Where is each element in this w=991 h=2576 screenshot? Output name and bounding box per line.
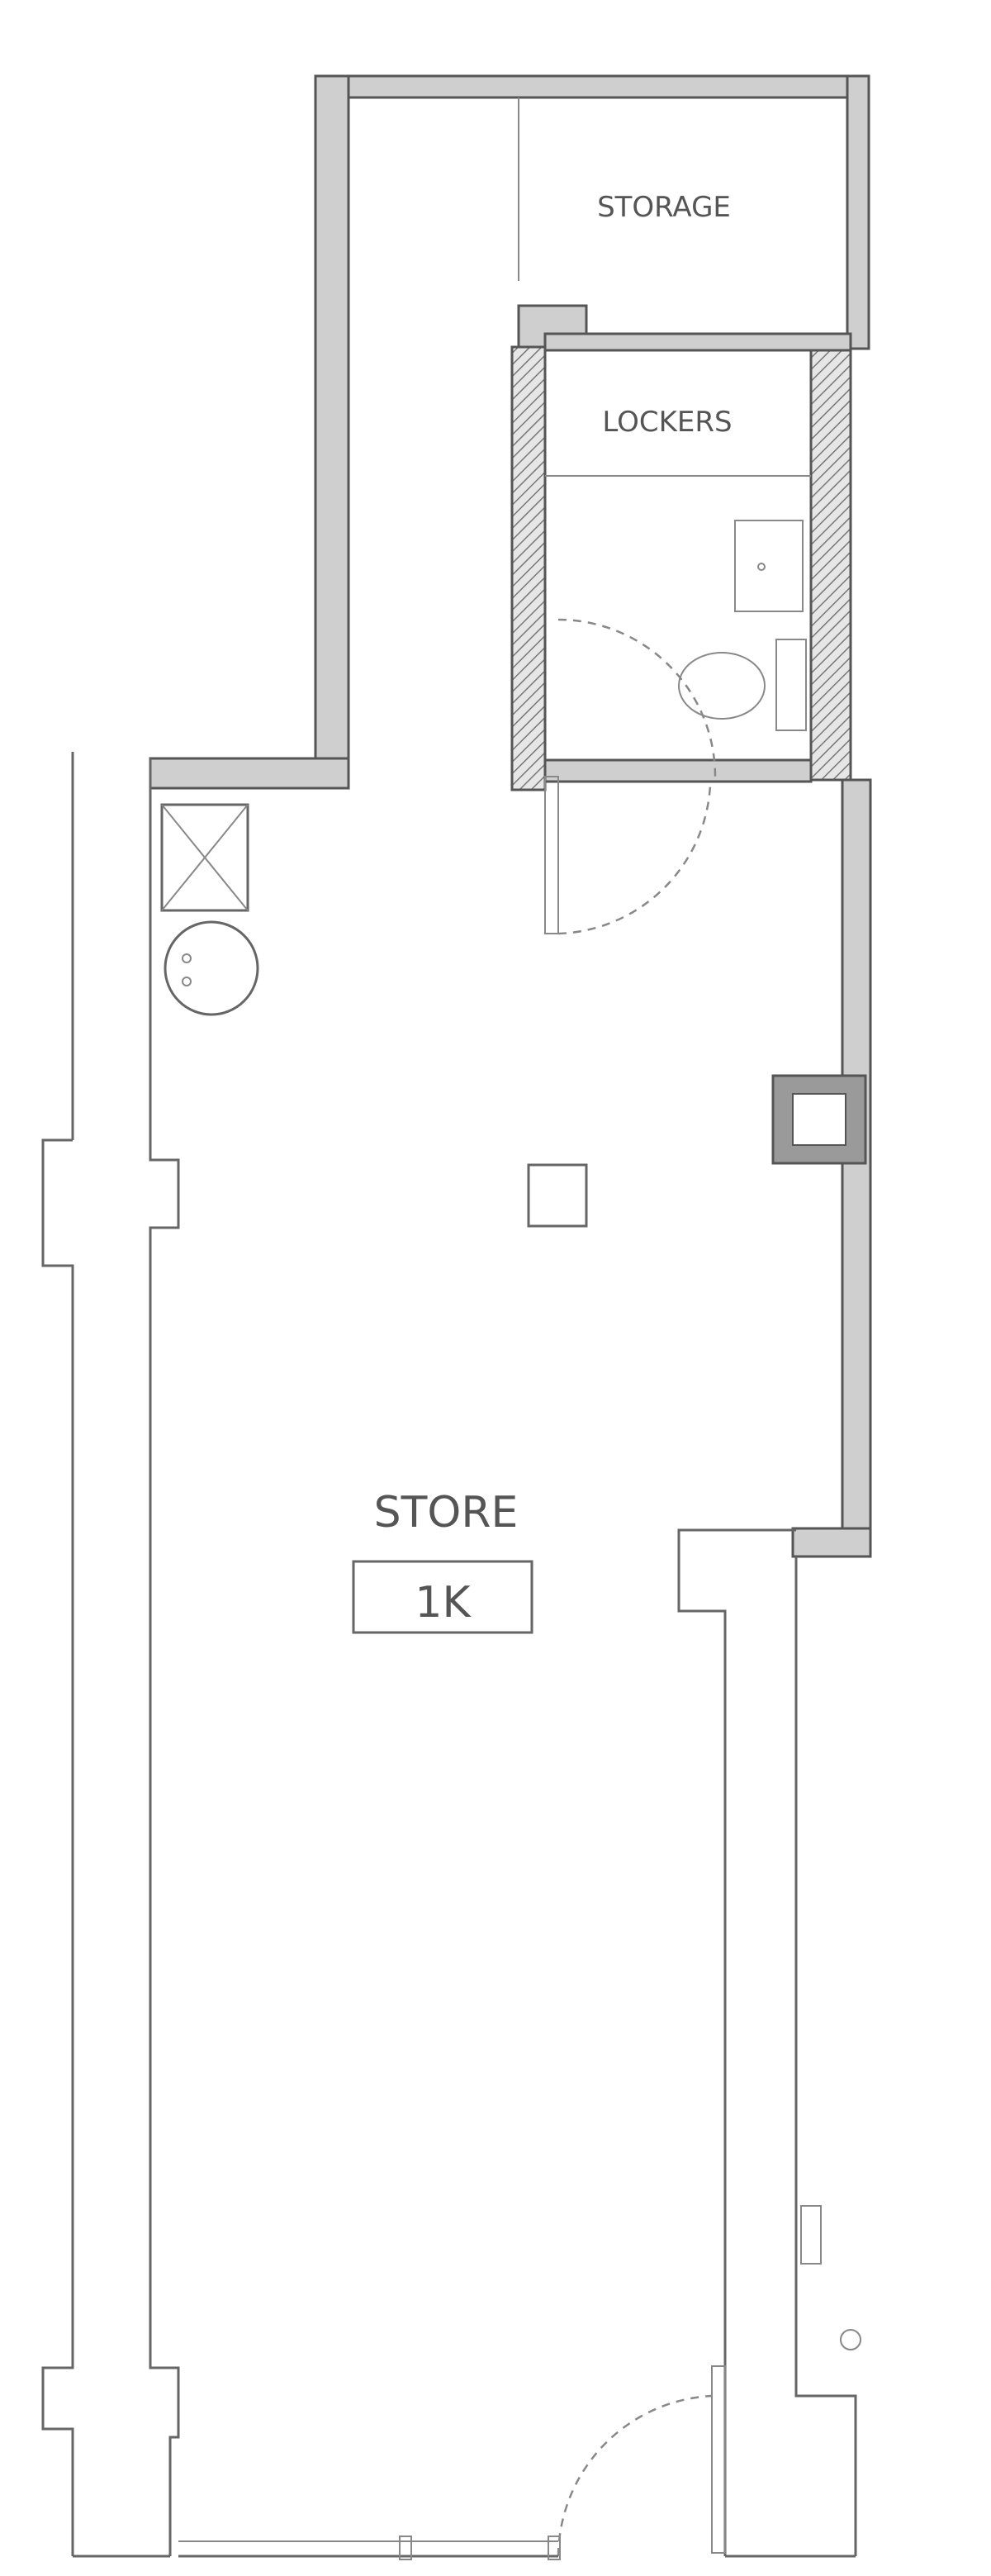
storage-partition: [510, 97, 852, 791]
electrical-panel: [160, 803, 249, 912]
unit-number-box: [352, 1560, 533, 1634]
door-lockers: [544, 618, 717, 935]
column-center: [527, 1163, 588, 1228]
water-heater: [164, 920, 259, 1016]
column-right: [771, 1074, 867, 1165]
outer-walls: [149, 74, 872, 1558]
left-exterior-wall: [41, 752, 180, 2558]
room-label-lockers: LOCKERS: [602, 406, 732, 439]
washroom-fixtures: [678, 520, 807, 731]
room-label-storage: STORAGE: [597, 191, 731, 224]
room-label-store: STORE: [374, 1488, 519, 1538]
wall-fixture-right: [800, 2205, 861, 2350]
right-lower-wall: [677, 1528, 857, 2558]
unit-number: 1K: [415, 1578, 472, 1628]
door-entrance: [178, 2365, 726, 2560]
